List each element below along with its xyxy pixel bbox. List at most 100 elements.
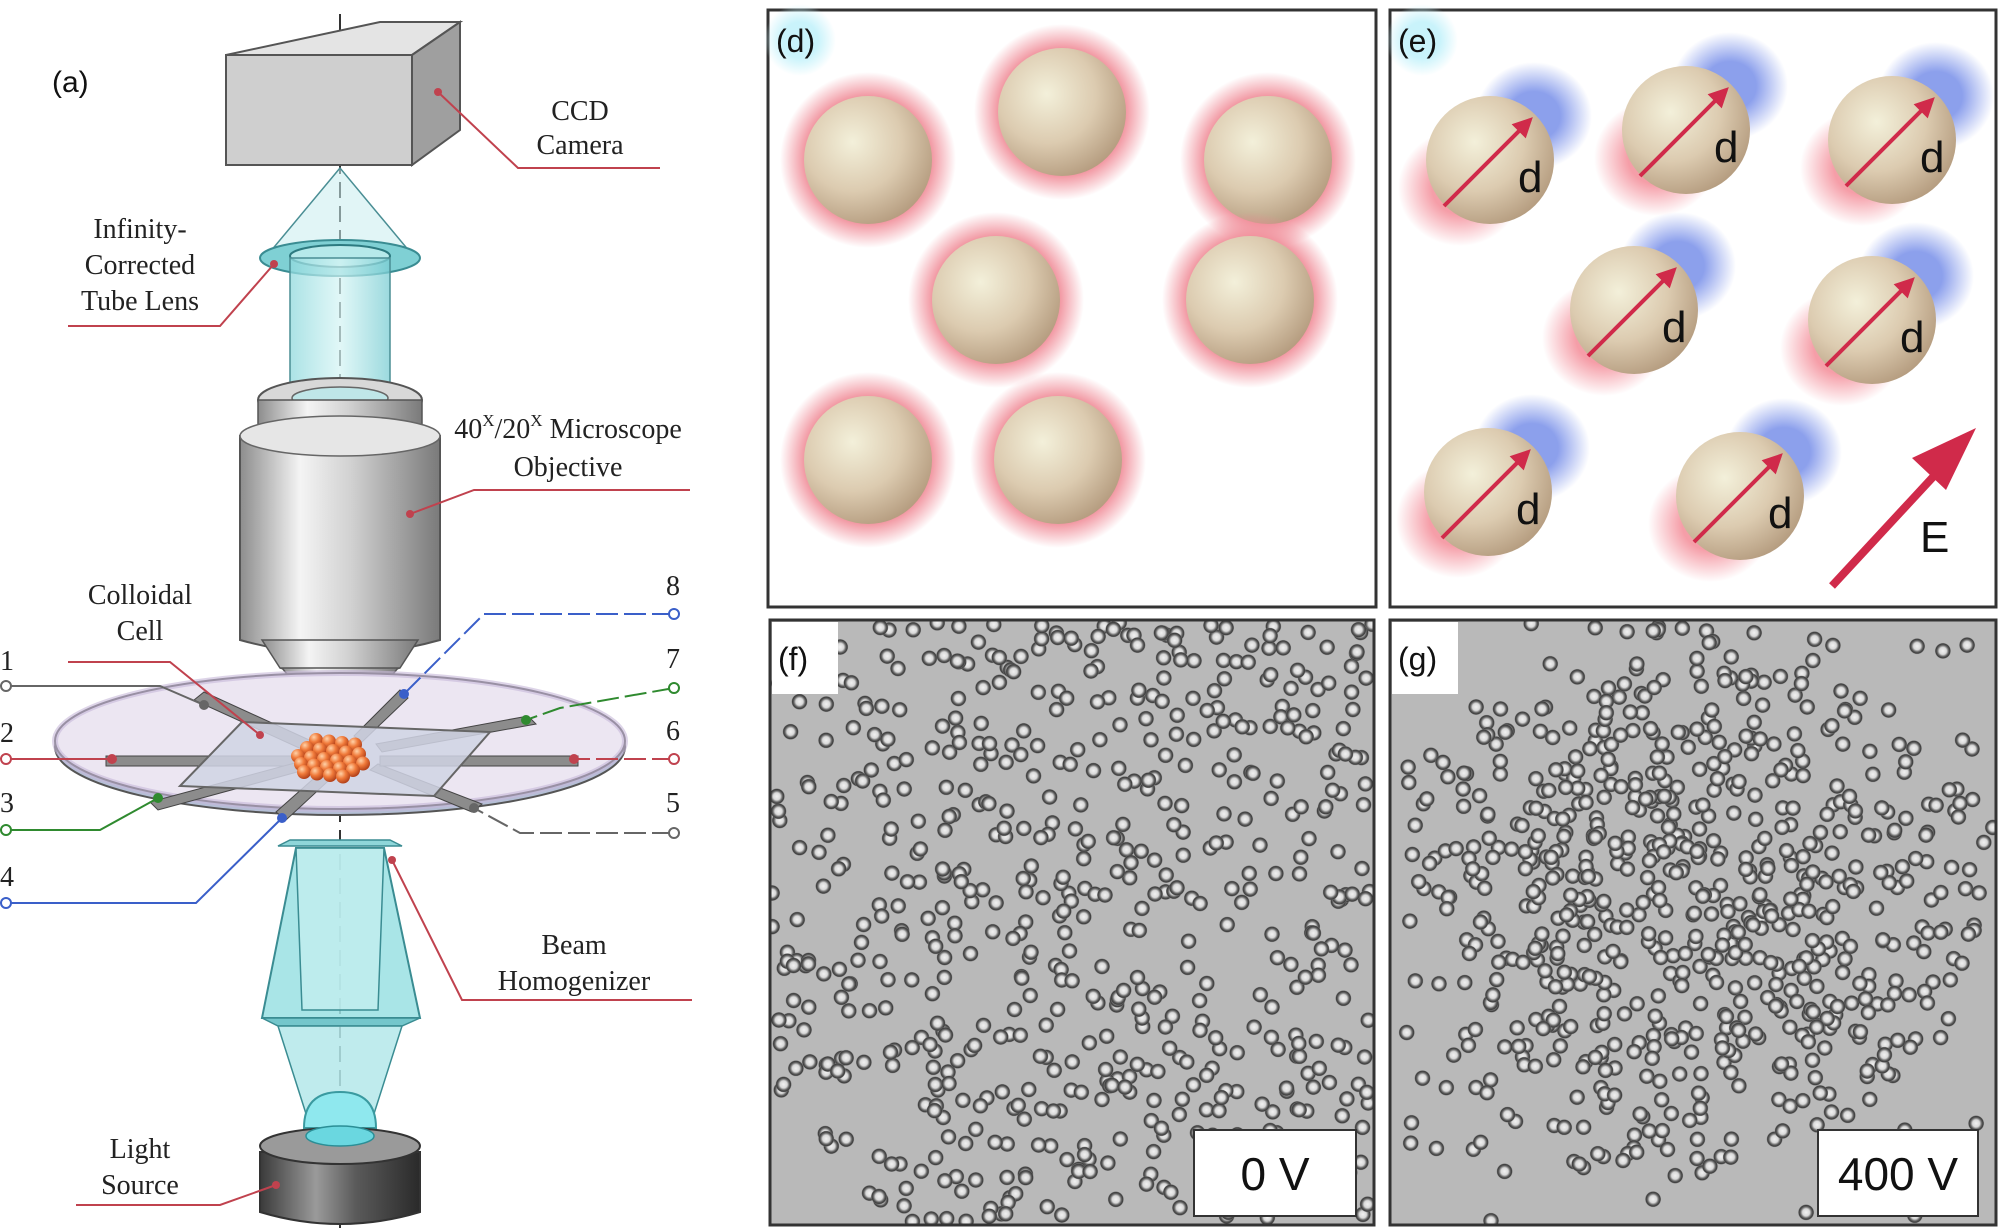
colloid-particle xyxy=(815,878,832,895)
colloid-particle xyxy=(1918,827,1934,844)
colloid-particle xyxy=(1503,841,1520,858)
colloid-particle xyxy=(1781,1019,1798,1036)
colloid-particle xyxy=(962,945,979,962)
colloid-particle xyxy=(855,916,872,933)
colloid-particle xyxy=(770,1012,787,1028)
colloid-particle xyxy=(1595,893,1612,910)
colloid-particle xyxy=(1234,718,1251,735)
colloid-particle xyxy=(1320,675,1337,692)
colloid-particle xyxy=(1857,990,1874,1007)
colloid-particle xyxy=(1098,1028,1115,1045)
colloid-particle xyxy=(1694,797,1711,814)
colloid-particle xyxy=(1317,798,1334,815)
colloid-particle xyxy=(1845,883,1862,900)
colloid-particle xyxy=(925,1059,942,1076)
colloid-particle xyxy=(1075,908,1092,925)
colloid-particle xyxy=(1203,620,1219,634)
colloid-particle xyxy=(891,701,908,718)
colloid-particle xyxy=(1525,883,1542,900)
colloid-particle xyxy=(1319,639,1336,656)
colloid-particle xyxy=(1421,855,1438,872)
colloid-particle xyxy=(1455,781,1472,797)
colloid-particle xyxy=(1596,789,1613,806)
colloid-particle xyxy=(890,897,907,914)
colloid-particle xyxy=(1246,1019,1263,1036)
colloid-particle xyxy=(1737,861,1754,878)
colloid-particle xyxy=(829,1063,846,1079)
colloid-particle xyxy=(796,1021,812,1038)
colloid-particle xyxy=(1179,959,1196,976)
panel-g-micrograph-400v: (g) 400 V xyxy=(1388,618,1998,1227)
colloid-particle xyxy=(1629,995,1646,1012)
colloid-particle xyxy=(1055,869,1072,886)
panel-g-voltage: 400 V xyxy=(1838,1148,1959,1200)
tube-lens-label-line3: Tube Lens xyxy=(81,286,199,317)
colloid-particle xyxy=(920,910,937,927)
colloid-particle xyxy=(1468,699,1485,715)
colloid-particle xyxy=(1598,693,1615,710)
colloid-particle xyxy=(1407,972,1424,989)
colloid-particle xyxy=(1492,701,1509,717)
colloid-particle xyxy=(1297,969,1314,986)
colloid-particle xyxy=(1897,753,1914,770)
colloid-particle xyxy=(972,756,989,773)
colloid-particle xyxy=(1278,1080,1295,1097)
colloid-particle xyxy=(1613,778,1630,795)
colloid-bead xyxy=(346,763,360,777)
particle-sphere xyxy=(932,236,1060,364)
colloid-particle xyxy=(1216,805,1232,822)
colloid-particle xyxy=(1705,832,1722,849)
colloid-particle xyxy=(1751,886,1768,903)
colloid-particle xyxy=(1600,680,1617,696)
colloid-particle xyxy=(1324,782,1341,799)
colloid-particle xyxy=(1833,683,1849,699)
colloid-particle xyxy=(936,1172,953,1189)
colloid-particle xyxy=(1722,1149,1739,1166)
colloid-particle xyxy=(1445,1047,1462,1064)
colloid-particle xyxy=(1219,916,1236,933)
colloid-particle xyxy=(1586,926,1603,943)
dipole-arrow xyxy=(1844,97,1935,188)
colloid-particle xyxy=(883,821,900,837)
colloid-particle xyxy=(1716,748,1733,765)
colloid-particle xyxy=(1934,642,1951,659)
colloid-particle xyxy=(879,731,896,748)
colloid-particle xyxy=(899,873,916,890)
colloid-particle xyxy=(1628,1144,1645,1161)
colloid-particle xyxy=(1063,630,1080,647)
colloid-particle xyxy=(1149,1063,1166,1080)
colloid-particle xyxy=(1552,1037,1569,1054)
colloid-particle xyxy=(904,1213,921,1225)
colloid-particle xyxy=(1166,632,1183,649)
colloid-particle xyxy=(1595,986,1612,1003)
colloid-particle xyxy=(1010,1097,1027,1114)
colloid-particle xyxy=(1907,850,1924,867)
wire-1 xyxy=(6,685,205,706)
colloid-particle xyxy=(1954,955,1970,972)
colloid-particle xyxy=(1735,690,1752,707)
colloid-particle xyxy=(994,1083,1011,1100)
colloid-particle xyxy=(1404,846,1421,863)
colloid-particle xyxy=(972,1097,989,1114)
colloid-particle xyxy=(1335,720,1352,737)
colloid-particle xyxy=(1690,1085,1707,1102)
colloid-particle xyxy=(1624,722,1641,739)
colloid-particle xyxy=(1174,1091,1191,1108)
colloid-particle xyxy=(1523,620,1540,632)
colloid-particle xyxy=(1134,900,1150,917)
colloid-particle xyxy=(1527,1058,1544,1075)
colloid-particle xyxy=(1901,986,1918,1003)
colloid-particle xyxy=(1023,944,1039,961)
colloid-particle xyxy=(1147,886,1163,902)
colloid-particle xyxy=(1605,943,1621,960)
colloid-particle xyxy=(1042,1137,1059,1154)
colloid-particle xyxy=(1223,880,1240,897)
colloid-particle xyxy=(811,844,827,861)
colloid-particle xyxy=(1627,776,1644,793)
colloid-particle xyxy=(1015,870,1032,887)
colloid-particle xyxy=(1674,964,1691,981)
colloid-particle xyxy=(1701,1158,1718,1175)
colloid-particle xyxy=(1403,1114,1420,1131)
colloid-particle xyxy=(1177,757,1194,774)
colloid-bead xyxy=(356,756,370,771)
